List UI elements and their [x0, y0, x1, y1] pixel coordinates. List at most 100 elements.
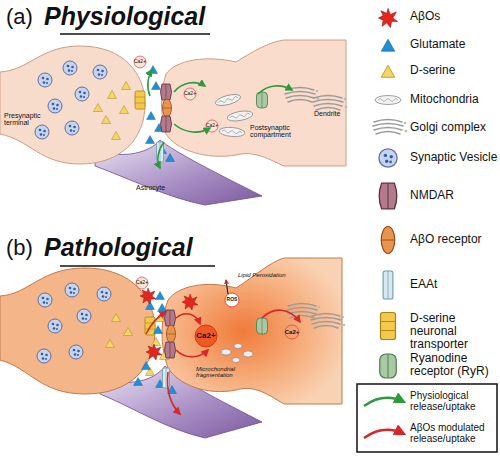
legend-entry: Mitochondria — [410, 93, 498, 106]
legend-entry: AβOs modulated release/uptake — [410, 422, 496, 444]
ryanodine-receptor — [257, 318, 268, 334]
pathological-synapse — [0, 258, 345, 438]
release-arrow — [174, 124, 210, 132]
abo-receptor — [167, 325, 176, 343]
uptake-arrow — [158, 142, 164, 168]
legend-entry: Golgi complex — [410, 121, 498, 134]
legend-entry: D-serine neuronal transporter — [410, 312, 498, 352]
d-serine-transporter — [135, 91, 145, 109]
structure-label: ROS — [227, 297, 238, 302]
synaptic-vesicle — [77, 309, 91, 323]
abo-oligomer — [140, 288, 156, 304]
synaptic-vesicle — [37, 349, 51, 363]
legend-entry: NMDAR — [410, 189, 498, 202]
heading-rule — [60, 265, 215, 267]
structure-label: Ca2+ — [136, 280, 148, 285]
golgi-complex — [311, 314, 345, 329]
golgi-complex — [287, 304, 321, 319]
structure-label: Lipid Peroxidation — [238, 272, 286, 278]
modulated-arrow — [176, 350, 208, 357]
legend-label: Physiological release/uptake — [410, 390, 476, 412]
legend-entry: Synaptic Vesicle — [410, 151, 498, 164]
structure-label: Ca2+ — [206, 123, 218, 128]
d-serine-molecule — [112, 314, 121, 322]
heading-rule — [60, 33, 210, 35]
calcium-ion — [136, 277, 148, 289]
abo-oligomer — [182, 294, 198, 310]
mitochondrion-fragment — [232, 358, 240, 363]
d-serine-molecule — [106, 340, 115, 348]
increase-arrow — [226, 280, 228, 294]
panel-heading: (b) — [6, 236, 33, 259]
d-serine-molecule — [102, 116, 111, 124]
synaptic-vesicle — [38, 73, 52, 87]
mitochondrion-fragment — [221, 349, 231, 355]
legend-symbol — [364, 398, 404, 406]
synaptic-vesicle — [69, 345, 83, 359]
postsynaptic-compartment — [162, 40, 347, 166]
legend-symbol — [379, 183, 397, 209]
glutamate-molecule — [156, 292, 165, 300]
nmdar-receptor — [161, 84, 172, 100]
nmdar-receptor — [161, 116, 172, 132]
glutamate-molecule — [152, 82, 161, 90]
d-serine-molecule — [152, 338, 161, 346]
presynaptic-terminal — [0, 268, 155, 394]
glutamate-molecule — [166, 154, 175, 162]
synaptic-vesicle — [93, 65, 107, 79]
panel-heading: Pathological — [44, 234, 193, 260]
glutamate-molecule — [146, 136, 155, 144]
legend-label: AβOs modulated release/uptake — [410, 422, 485, 444]
legend-label: Mitochondria — [410, 92, 479, 106]
ros-molecule — [225, 293, 239, 307]
legend-box — [357, 384, 497, 452]
mitochondrion-fragment — [243, 351, 253, 357]
synaptic-vesicle — [48, 99, 62, 113]
legend-symbol — [364, 430, 404, 438]
d-serine-molecule — [122, 82, 131, 90]
eaat-transporter — [163, 368, 170, 388]
legend-label: EAAt — [410, 277, 437, 291]
synaptic-vesicle — [75, 87, 89, 101]
legend-entry: EAAt — [410, 278, 498, 291]
legend-symbol — [375, 96, 401, 105]
ryanodine-receptor — [257, 92, 268, 108]
structure-label: Ca2+ — [285, 329, 300, 335]
legend-symbols — [357, 8, 497, 452]
calcium-ion — [285, 325, 299, 339]
modulated-arrow — [146, 312, 166, 334]
uptake-arrow — [148, 70, 152, 96]
synaptic-vesicle — [38, 293, 52, 307]
d-serine-molecule — [124, 328, 133, 336]
legend-symbol — [373, 120, 407, 135]
glutamate-molecule — [147, 112, 156, 120]
structure-label: Ca2+ — [134, 59, 146, 64]
synaptic-vesicle — [63, 61, 77, 75]
structure-label: Microchondrial fragmentation — [196, 366, 256, 379]
calcium-ion — [134, 56, 146, 68]
panel-heading: (a) — [6, 5, 33, 28]
glutamate-molecule — [142, 362, 151, 370]
postsynaptic-compartment — [162, 258, 342, 404]
legend-label: Synaptic Vesicle — [410, 150, 497, 164]
mitochondrion — [226, 109, 253, 122]
legend-entry: AβO receptor — [410, 233, 498, 246]
d-serine-molecule — [120, 106, 129, 114]
legend-label: AβO receptor — [410, 232, 482, 246]
release-arrow — [258, 86, 292, 94]
legend-symbol — [378, 8, 397, 27]
legend-entry: Physiological release/uptake — [410, 390, 496, 412]
structure-label: Ca2+ — [184, 91, 196, 96]
legend-symbol — [381, 313, 396, 340]
structure-label: Ca2+ — [196, 332, 215, 340]
abo-oligomer — [146, 344, 162, 360]
panel-heading: Physiological — [44, 3, 205, 29]
d-serine-molecule — [94, 104, 103, 112]
synaptic-vesicle — [65, 121, 79, 135]
legend-symbol — [383, 271, 393, 299]
structure-label: Astrocyte — [136, 184, 165, 191]
d-serine-molecule — [112, 132, 121, 140]
modulated-arrow — [168, 372, 181, 414]
legend-symbol — [381, 39, 395, 51]
